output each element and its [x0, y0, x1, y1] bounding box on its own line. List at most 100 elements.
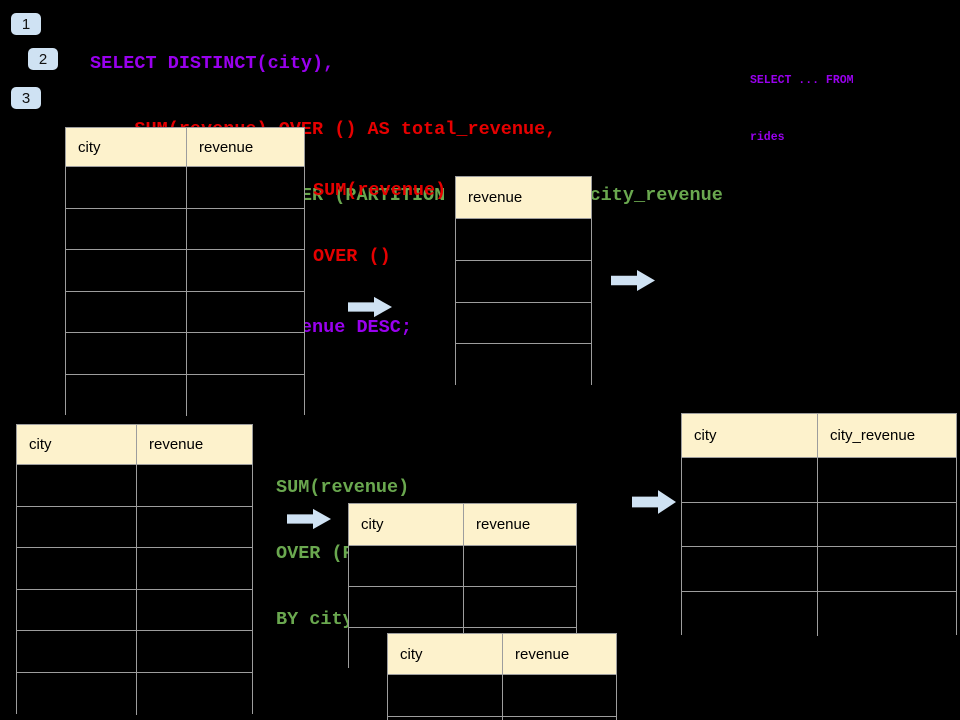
table-row	[17, 672, 252, 715]
table-row	[682, 458, 956, 503]
table-cell	[349, 546, 464, 586]
table-cell	[456, 302, 591, 344]
table-cell	[682, 591, 818, 636]
table-row	[388, 675, 616, 717]
header-cell-revenue: revenue	[468, 189, 523, 206]
source-table-bottom-header: city revenue	[17, 425, 252, 465]
source-table-bottom: city revenue	[16, 424, 253, 715]
table-cell	[66, 250, 187, 291]
table-cell	[388, 716, 503, 720]
header-cell-city: city	[388, 634, 503, 674]
table-cell	[17, 631, 137, 672]
header-cell-city: city	[349, 504, 464, 545]
header-cell-revenue: revenue	[515, 645, 570, 663]
table-cell	[456, 260, 591, 302]
table-cell	[17, 672, 137, 715]
total-revenue-annotation-line2: OVER ()	[313, 246, 391, 267]
step-badge-1-label: 1	[21, 15, 31, 33]
table-cell	[137, 631, 252, 672]
table-cell	[349, 587, 464, 627]
table-row	[17, 589, 252, 632]
partition-annotation-line1: SUM(revenue)	[276, 477, 410, 498]
sql-line-select: SELECT DISTINCT(city),	[90, 53, 335, 74]
table-row	[456, 344, 591, 386]
header-cell-revenue: revenue	[199, 138, 254, 156]
table-row	[17, 506, 252, 549]
table-cell	[187, 333, 304, 374]
table-cell	[187, 208, 304, 249]
table-row	[682, 502, 956, 547]
partition-table-front: city revenue	[387, 633, 617, 720]
table-row	[66, 374, 304, 416]
table-cell	[818, 502, 956, 546]
total-revenue-annotation: SUM(revenue) OVER ()	[313, 136, 446, 312]
table-row	[66, 333, 304, 375]
table-cell	[17, 465, 137, 506]
table-row	[456, 219, 591, 261]
flow-arrow-icon	[348, 296, 393, 318]
table-row	[66, 250, 304, 292]
table-cell	[682, 547, 818, 591]
step-badge-3-label: 3	[21, 89, 31, 107]
header-cell-city: city	[17, 425, 137, 464]
table-cell	[66, 208, 187, 249]
source-table-top-header: city revenue	[66, 128, 304, 167]
table-row	[682, 591, 956, 636]
table-row	[66, 208, 304, 250]
table-cell	[187, 250, 304, 291]
select-from-note-line2: rides	[750, 131, 785, 144]
table-row	[682, 547, 956, 592]
table-cell	[388, 675, 503, 716]
step-badge-2-label: 2	[38, 50, 48, 68]
city-result-table-header: city city_revenue	[682, 414, 956, 458]
select-from-note-line1: SELECT ... FROM	[750, 74, 854, 87]
table-cell	[187, 374, 304, 416]
flow-arrow-icon	[611, 269, 656, 292]
table-cell	[682, 458, 818, 502]
table-row	[17, 631, 252, 673]
step-badge-3: 3	[11, 87, 41, 109]
table-row	[17, 548, 252, 590]
table-cell	[17, 506, 137, 548]
flow-arrow-icon	[632, 489, 677, 515]
source-table-top: city revenue	[65, 127, 305, 416]
table-cell	[818, 458, 956, 502]
header-cell-revenue: revenue	[149, 436, 204, 453]
header-cell-city: city	[682, 414, 818, 457]
header-cell-revenue: revenue	[476, 516, 531, 533]
table-row	[17, 465, 252, 507]
table-cell	[818, 591, 956, 636]
table-cell	[17, 548, 137, 589]
step-badge-2: 2	[28, 48, 58, 70]
header-cell-city: city	[66, 128, 187, 166]
table-cell	[137, 589, 252, 631]
flow-arrow-icon	[287, 508, 332, 530]
table-cell	[682, 502, 818, 546]
table-cell	[456, 219, 591, 260]
table-row	[456, 302, 591, 345]
total-result-table-header: revenue	[456, 177, 591, 219]
table-row	[349, 587, 576, 628]
table-cell	[187, 167, 304, 208]
table-cell	[503, 716, 616, 720]
table-cell	[503, 675, 616, 716]
header-cell-city-revenue: city_revenue	[830, 427, 916, 444]
table-cell	[66, 291, 187, 332]
table-row	[388, 716, 616, 720]
table-cell	[464, 587, 576, 627]
table-row	[456, 260, 591, 303]
step-badge-1: 1	[11, 13, 41, 35]
table-cell	[66, 333, 187, 374]
partition-table-back-header: city revenue	[349, 504, 576, 546]
table-cell	[137, 548, 252, 589]
table-cell	[137, 506, 252, 548]
table-cell	[66, 374, 187, 416]
table-row	[66, 291, 304, 333]
table-cell	[137, 465, 252, 506]
table-cell	[66, 167, 187, 208]
partition-table-front-header: city revenue	[388, 634, 616, 675]
table-cell	[187, 291, 304, 332]
table-cell	[17, 589, 137, 631]
table-cell	[818, 547, 956, 591]
